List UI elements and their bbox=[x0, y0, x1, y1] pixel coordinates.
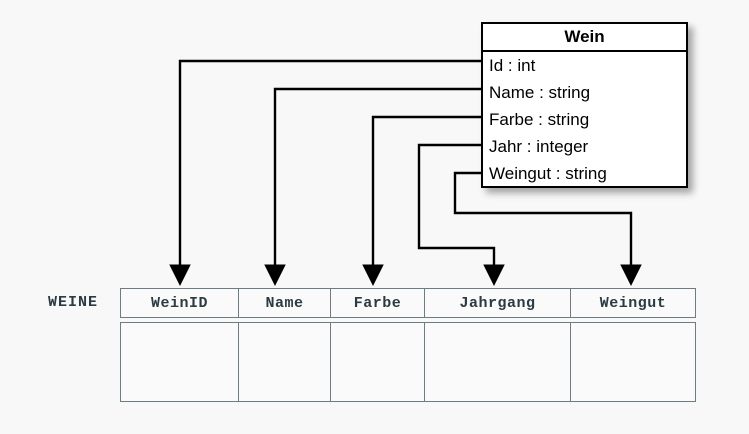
uml-class-title: Wein bbox=[483, 24, 686, 52]
table-cell-name bbox=[239, 323, 331, 401]
table-cell-farbe bbox=[331, 323, 425, 401]
uml-attribute-weingut: Weingut : string bbox=[489, 164, 607, 183]
column-header-farbe: Farbe bbox=[331, 289, 425, 317]
connector-jahr-to-jahrgang bbox=[417, 143, 505, 286]
uml-class-box[interactable]: Wein Id : int Name : string Farbe : stri… bbox=[481, 22, 688, 188]
table-header-row: WeinID Name Farbe Jahrgang Weingut bbox=[120, 288, 696, 318]
uml-attribute-id: Id : int bbox=[489, 56, 536, 75]
column-header-jahrgang: Jahrgang bbox=[425, 289, 571, 317]
uml-attribute-farbe: Farbe : string bbox=[489, 110, 590, 129]
uml-attribute-name: Name : string bbox=[489, 83, 591, 102]
table-cell-jahrgang bbox=[425, 323, 571, 401]
column-header-weingut: Weingut bbox=[599, 294, 667, 312]
connector-farbe-to-farbe bbox=[362, 115, 481, 286]
connector-weingut-to-weingut bbox=[453, 171, 642, 286]
table-row bbox=[120, 322, 696, 402]
relational-table: WeinID Name Farbe Jahrgang Weingut bbox=[120, 288, 696, 402]
uml-attribute-jahr: Jahr : integer bbox=[489, 137, 589, 156]
table-cell-weinid bbox=[121, 323, 239, 401]
column-header-weinid: WeinID bbox=[121, 289, 239, 317]
table-cell-weingut bbox=[571, 323, 695, 401]
column-header-name: Name bbox=[239, 289, 331, 317]
uml-attribute-list: Id : int Name : string Farbe : string Ja… bbox=[483, 52, 686, 187]
relation-name-label: WEINE bbox=[48, 294, 99, 311]
connector-id-to-weinid bbox=[169, 59, 481, 286]
connector-name-to-name bbox=[264, 87, 481, 286]
